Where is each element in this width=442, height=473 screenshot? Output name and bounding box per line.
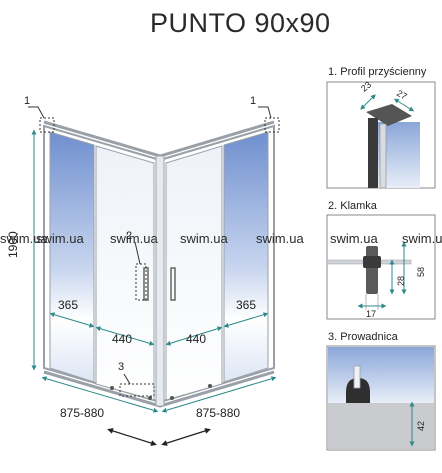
right-handle <box>170 267 176 301</box>
right-panel-label: 365 <box>236 298 257 312</box>
detail-handle <box>326 214 436 320</box>
detail-profile <box>326 81 436 189</box>
page-title: PUNTO 90x90 <box>150 8 331 38</box>
watermark: swim.ua <box>36 231 84 246</box>
leader-1-left <box>28 106 45 119</box>
leader-2 <box>134 241 141 265</box>
detail-handle-title: 2. Klamka <box>328 200 377 212</box>
left-door-label: 440 <box>112 332 133 346</box>
right-panel-dim-line <box>223 312 269 328</box>
callout-1-left: 1 <box>24 95 31 107</box>
detail-guide <box>326 345 436 451</box>
shower-enclosure <box>28 106 280 408</box>
dimension-lines <box>31 129 277 413</box>
right-width-label: 875-880 <box>196 406 241 420</box>
watermark: swim.ua <box>110 231 158 246</box>
guide-roller <box>148 396 152 400</box>
leader-1-right <box>258 106 272 119</box>
guide-dim-height: 42 <box>416 420 426 431</box>
left-door-dim-line <box>95 326 155 346</box>
detail-profile-title: 1. Profil przyścienny <box>328 66 427 78</box>
right-width-dim-line <box>161 376 277 413</box>
left-width-dim-line <box>41 376 159 413</box>
right-door-dim-line <box>165 326 223 346</box>
watermark: swim.ua <box>330 231 378 246</box>
left-sliding-door <box>95 145 155 401</box>
right-door-label: 440 <box>186 332 207 346</box>
sliding-arrows <box>107 428 211 446</box>
guide-roller <box>110 386 114 390</box>
handle-dim-height: 58 <box>416 266 426 277</box>
left-panel-dim-line <box>49 312 95 328</box>
left-panel-label: 365 <box>58 298 79 312</box>
callout-box-handle <box>135 263 147 301</box>
watermark: swim.ua <box>402 231 442 246</box>
callout-3: 3 <box>118 361 125 373</box>
callout-box-right <box>264 117 280 133</box>
handle-dim-mid: 28 <box>396 275 406 286</box>
detail-guide-title: 3. Prowadnica <box>328 331 398 343</box>
callout-2: 2 <box>126 230 133 242</box>
guide-roller <box>170 396 174 400</box>
watermark: swim.ua <box>180 231 228 246</box>
watermark: swim.ua <box>256 231 304 246</box>
left-width-label: 875-880 <box>60 406 105 420</box>
guide-roller <box>208 384 212 388</box>
watermark: swim.ua <box>0 231 48 246</box>
left-fixed-glass <box>49 131 95 383</box>
right-fixed-glass <box>223 131 269 383</box>
callout-box-left <box>39 117 55 133</box>
corner-post <box>155 155 165 407</box>
callout-1-right: 1 <box>250 95 257 107</box>
handle-dim-bottom: 17 <box>366 309 377 319</box>
